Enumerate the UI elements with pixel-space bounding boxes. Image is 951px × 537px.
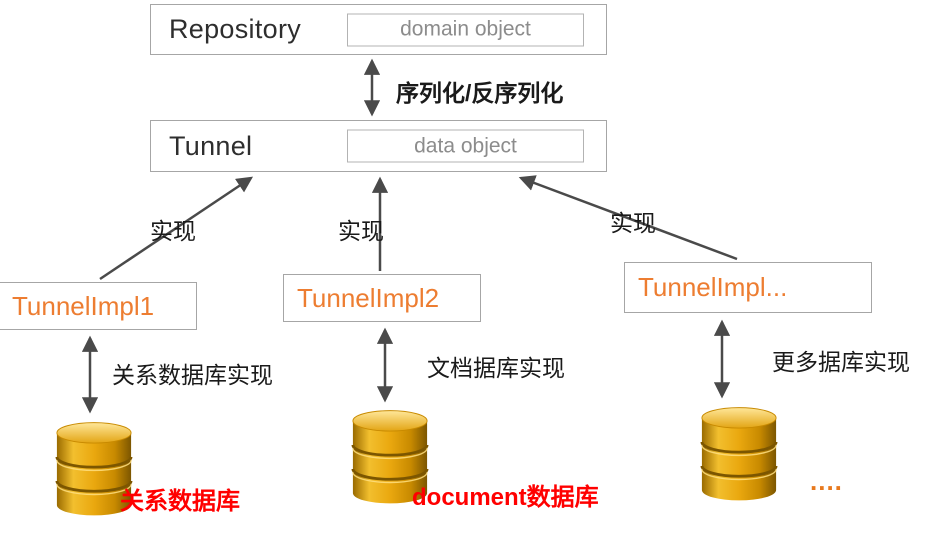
tunnelimpl1-label: TunnelImpl1	[12, 290, 155, 321]
repository-label: Repository	[169, 14, 302, 44]
tunnelimpl2-label: TunnelImpl2	[297, 282, 440, 313]
tunnelimpl1-box: TunnelImpl1	[0, 282, 197, 330]
db-label-document: document数据库	[412, 484, 599, 511]
db-arrow-label-3: 更多据库实现	[772, 349, 910, 375]
tunnel-box: Tunnel data object	[150, 120, 607, 172]
db-arrow-label-1: 关系数据库实现	[112, 362, 273, 388]
tunnel-label: Tunnel	[169, 130, 253, 161]
db-label-more-dots: ....	[810, 466, 843, 496]
tunnelimpl3-label: TunnelImpl...	[638, 272, 788, 302]
implements-label-2: 实现	[338, 218, 384, 244]
db-label-relational: 关系数据库	[120, 488, 240, 515]
data-object-box: data object	[347, 129, 584, 163]
implements-label-1: 实现	[150, 218, 196, 244]
db-arrow-label-2: 文档据库实现	[427, 355, 565, 381]
repository-box: Repository domain object	[150, 4, 607, 55]
tunnelimpl3-box: TunnelImpl...	[624, 262, 872, 313]
serialization-label: 序列化/反序列化	[396, 80, 564, 106]
implements-label-3: 实现	[610, 210, 656, 236]
database-icon-more	[695, 403, 783, 505]
domain-object-box: domain object	[347, 13, 584, 46]
tunnelimpl2-box: TunnelImpl2	[283, 274, 481, 322]
